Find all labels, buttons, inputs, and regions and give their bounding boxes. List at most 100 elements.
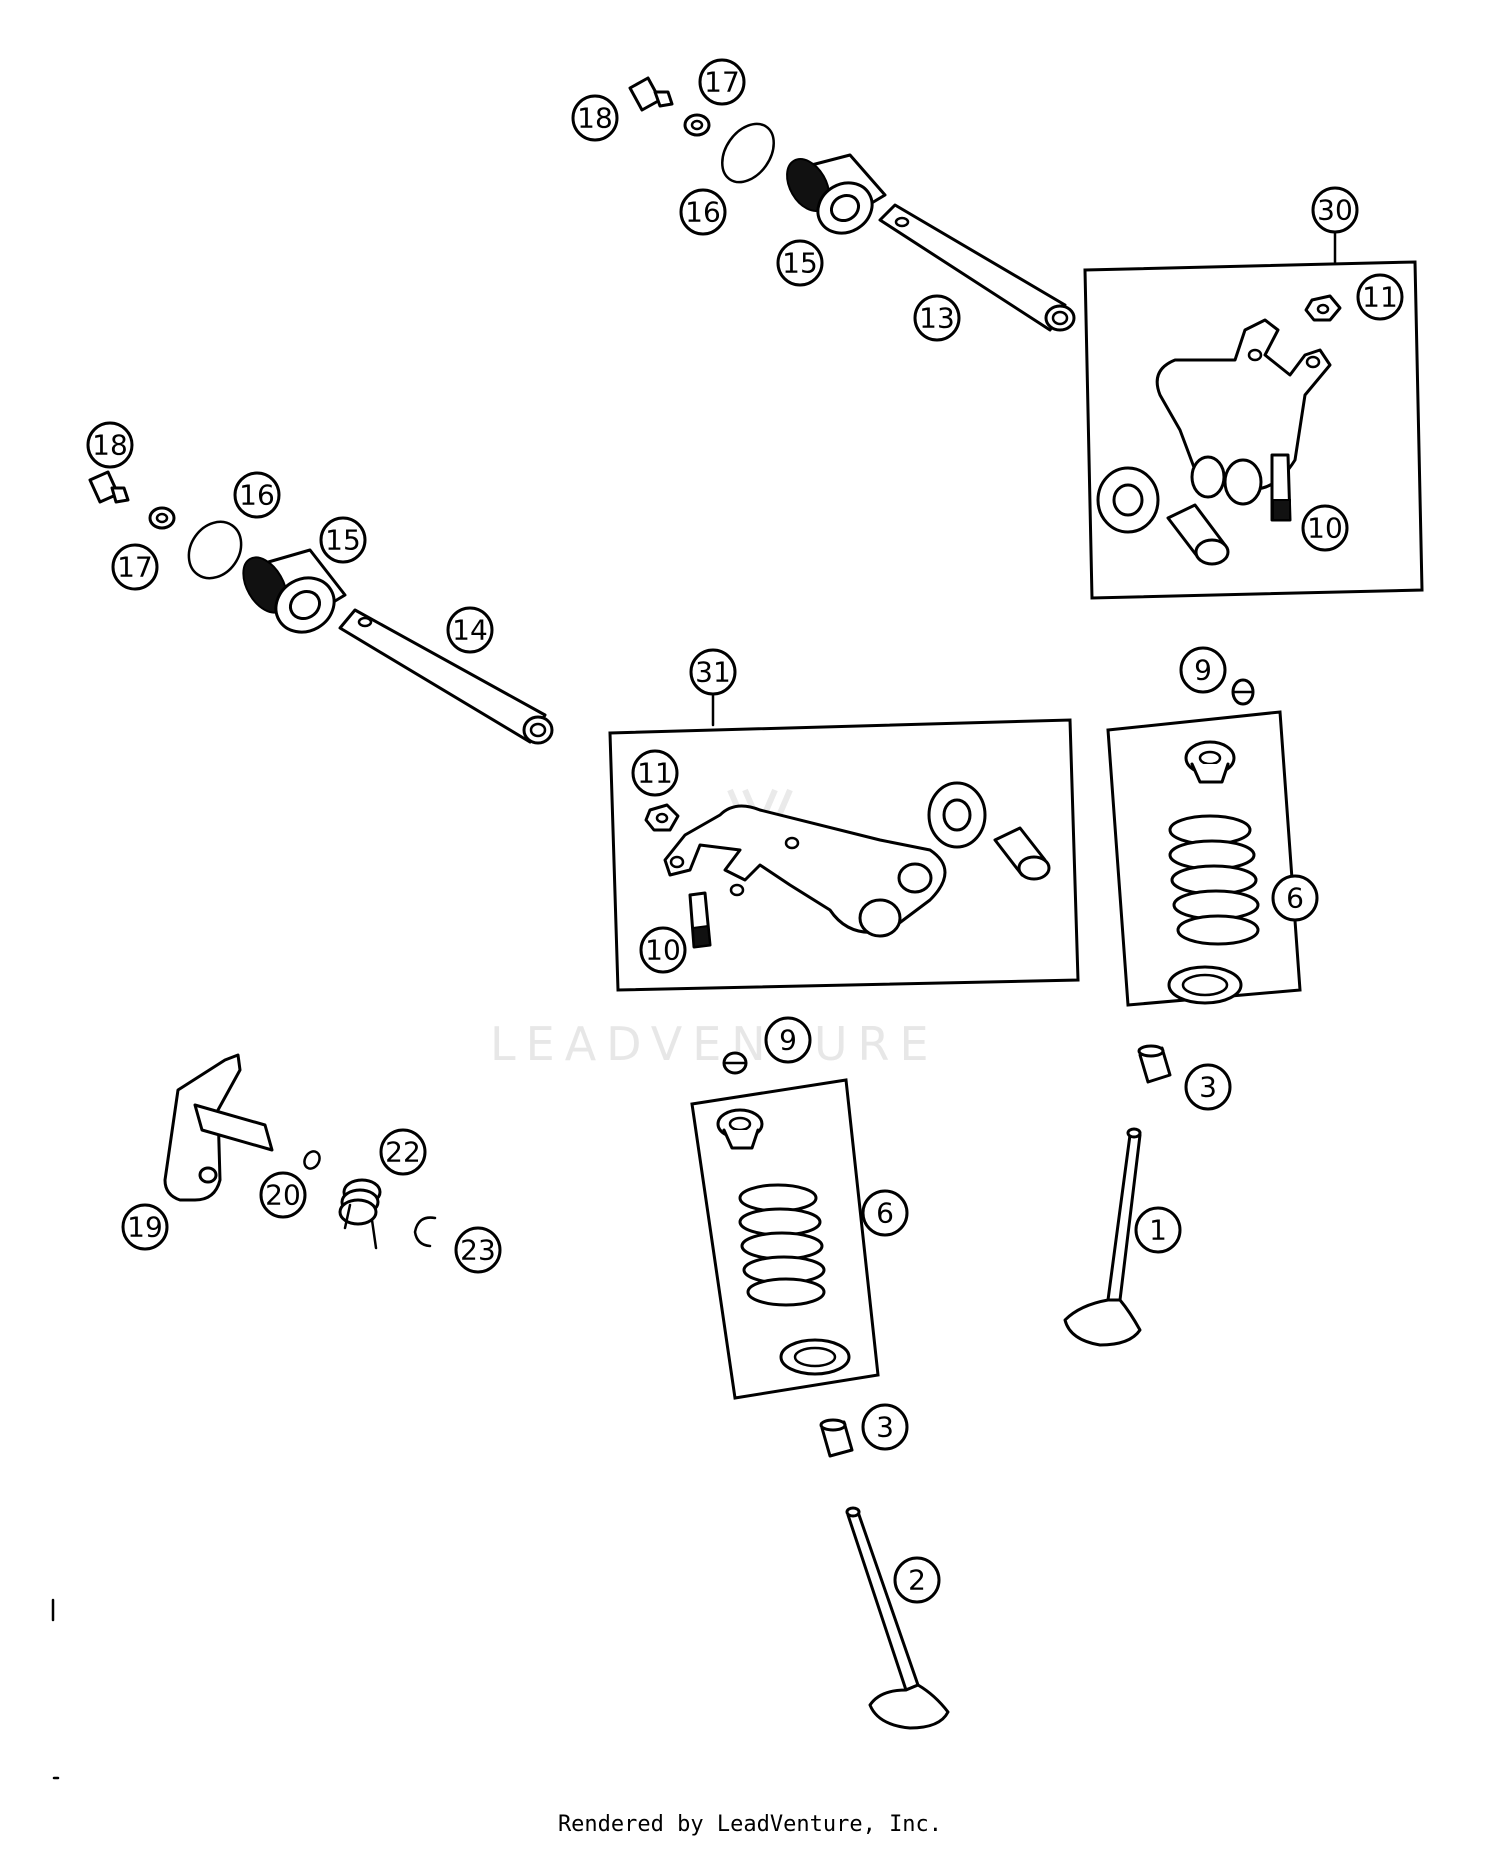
callout-22: 22 — [379, 1128, 427, 1176]
callout-1: 1 — [1134, 1206, 1182, 1254]
bushing-15-left — [242, 548, 347, 634]
callout-19: 19 — [121, 1203, 169, 1251]
bolt-18-left — [88, 470, 130, 504]
box-30-rocker-assembly — [1083, 260, 1424, 600]
svg-text:10: 10 — [645, 934, 681, 967]
o-ring-16-left — [187, 520, 243, 580]
footer-credit: Rendered by LeadVenture, Inc. — [557, 1812, 943, 1837]
bolt-18-upper — [628, 76, 674, 112]
box-31-rocker-assembly — [608, 718, 1080, 992]
svg-text:16: 16 — [685, 196, 721, 229]
cotter-9-lower — [722, 1051, 748, 1075]
callout-10-box31: 10 — [639, 926, 687, 974]
svg-text:6: 6 — [876, 1197, 894, 1230]
callout-9-right: 9 — [1179, 646, 1227, 694]
valve-2 — [845, 1506, 950, 1730]
valve-seal-3-lower — [819, 1418, 854, 1458]
watermark: LEADVENTURE — [490, 788, 939, 1071]
spring-lower — [738, 1183, 826, 1307]
svg-text:11: 11 — [637, 757, 673, 790]
valve-seal-3-right — [1137, 1044, 1172, 1084]
callout-9-lower: 9 — [764, 1016, 812, 1064]
svg-text:31: 31 — [695, 656, 731, 689]
callout-20: 20 — [259, 1171, 307, 1219]
svg-text:16: 16 — [239, 479, 275, 512]
svg-text:10: 10 — [1307, 512, 1343, 545]
svg-text:6: 6 — [1286, 882, 1304, 915]
pin-box31 — [993, 826, 1051, 881]
svg-text:23: 23 — [460, 1234, 496, 1267]
retainer-lower — [716, 1108, 764, 1150]
callout-17-left: 17 — [111, 543, 159, 591]
spring-right — [1168, 814, 1260, 946]
rocker-arm-30 — [1155, 318, 1332, 506]
callout-16-left: 16 — [233, 471, 281, 519]
callout-15-left: 15 — [319, 516, 367, 564]
callout-3-lower: 3 — [861, 1403, 909, 1451]
callout-17-upper: 17 — [698, 58, 746, 106]
box-6-lower-spring-assembly — [690, 1078, 880, 1400]
clip-23 — [413, 1216, 437, 1248]
callout-11-box31: 11 — [631, 749, 679, 797]
roller-box31 — [927, 781, 987, 849]
nut-11-box31 — [644, 803, 680, 832]
ring-20 — [303, 1150, 321, 1170]
svg-text:30: 30 — [1317, 194, 1353, 227]
svg-text:2: 2 — [908, 1564, 926, 1597]
callout-6-lower: 6 — [861, 1189, 909, 1237]
svg-text:3: 3 — [876, 1411, 894, 1444]
callout-11-box30: 11 — [1356, 273, 1404, 321]
rocker-arm-31 — [663, 804, 947, 938]
screw-10-box30 — [1270, 453, 1292, 522]
callout-6-right: 6 — [1271, 874, 1319, 922]
washer-17-upper — [683, 113, 711, 137]
spring-seat-lower — [779, 1338, 851, 1376]
svg-text:15: 15 — [782, 247, 818, 280]
screw-10-box31 — [688, 891, 712, 949]
svg-text:1: 1 — [1149, 1214, 1167, 1247]
cotter-9-right — [1231, 678, 1255, 706]
shaft-13 — [878, 203, 1076, 332]
svg-text:18: 18 — [577, 102, 613, 135]
svg-text:15: 15 — [325, 524, 361, 557]
o-ring-16-upper — [721, 122, 775, 184]
svg-text:22: 22 — [385, 1136, 421, 1169]
callout-2: 2 — [893, 1556, 941, 1604]
svg-text:13: 13 — [919, 302, 955, 335]
callout-3-right: 3 — [1184, 1063, 1232, 1111]
callout-13: 13 — [913, 294, 961, 342]
svg-text:11: 11 — [1362, 281, 1398, 314]
box-6-right-spring-assembly — [1106, 710, 1302, 1007]
svg-text:3: 3 — [1199, 1071, 1217, 1104]
svg-text:17: 17 — [117, 551, 153, 584]
callout-30: 30 — [1311, 186, 1359, 234]
retainer-right — [1184, 740, 1236, 784]
callout-23: 23 — [454, 1226, 502, 1274]
svg-text:14: 14 — [452, 614, 488, 647]
lever-19 — [163, 1053, 274, 1202]
svg-text:19: 19 — [127, 1211, 163, 1244]
callout-18-upper: 18 — [571, 94, 619, 142]
washer-17-left — [148, 506, 176, 530]
valve-1 — [1063, 1127, 1142, 1347]
spring-22 — [338, 1178, 382, 1250]
nut-11-box30 — [1304, 294, 1342, 322]
callout-16-upper: 16 — [679, 188, 727, 236]
bushing-15-upper — [786, 153, 887, 235]
roller-box30 — [1096, 466, 1160, 534]
svg-text:9: 9 — [779, 1024, 797, 1057]
callout-10-box30: 10 — [1301, 504, 1349, 552]
watermark-text: LEADVENTURE — [490, 1017, 939, 1071]
callout-31: 31 — [689, 648, 737, 696]
callout-18-left: 18 — [86, 421, 134, 469]
pin-box30 — [1166, 503, 1230, 566]
callout-15-upper: 15 — [776, 239, 824, 287]
svg-text:9: 9 — [1194, 654, 1212, 687]
callout-14: 14 — [446, 606, 494, 654]
spring-seat-right — [1167, 965, 1243, 1005]
svg-text:20: 20 — [265, 1179, 301, 1212]
svg-text:18: 18 — [92, 429, 128, 462]
svg-text:17: 17 — [704, 66, 740, 99]
shaft-14 — [338, 608, 554, 745]
